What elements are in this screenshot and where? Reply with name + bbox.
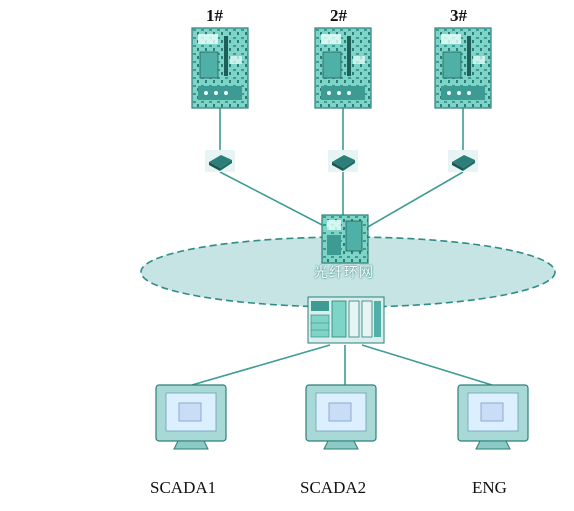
media-converter-icon (448, 150, 478, 172)
ring-switch-icon (321, 214, 369, 264)
link-converter3-switch (365, 171, 464, 229)
switch-rack-icon (307, 296, 385, 344)
workstation-label-scada2: SCADA2 (300, 478, 367, 497)
workstation-label-scada1: SCADA1 (150, 478, 217, 497)
media-converter-icon (205, 150, 235, 172)
unit-label-1: 1# (206, 6, 223, 25)
link-converter1-switch (219, 171, 329, 229)
link-rack-scada1 (191, 344, 331, 386)
monitor-icon (457, 384, 529, 450)
unit-label-2: 2# (330, 6, 347, 25)
plc-rack-icon (434, 27, 492, 109)
workstation-label-eng: ENG (472, 478, 507, 497)
unit-label-3: 3# (450, 6, 467, 25)
media-converter-icon (328, 150, 358, 172)
plc-rack-icon (191, 27, 249, 109)
plc-rack-icon (314, 27, 372, 109)
fiber-ring-label: 光纤环网 (314, 265, 374, 281)
monitor-icon (305, 384, 377, 450)
monitor-icon (155, 384, 227, 450)
link-rack-eng (361, 344, 493, 386)
connection-lines (191, 108, 493, 386)
